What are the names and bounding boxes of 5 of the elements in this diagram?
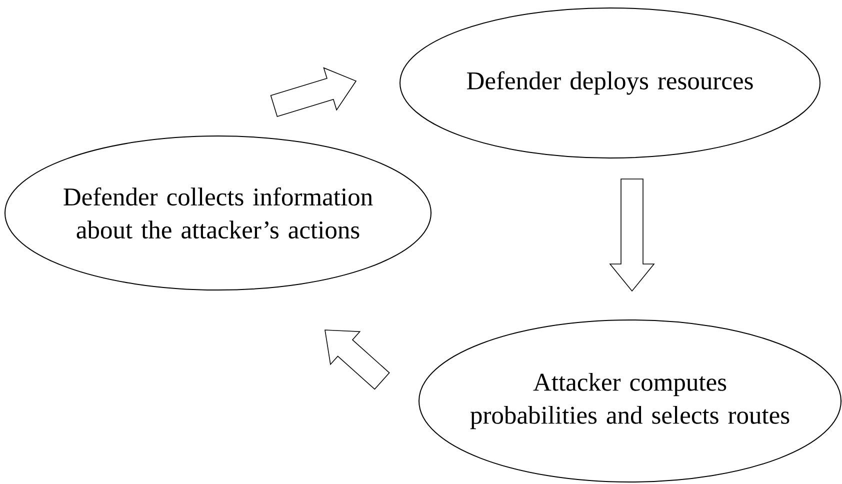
block-arrow [324,330,390,390]
ellipse-node: Defender collects information about the attacker’s actions [4,136,432,290]
ellipse-node: Attacker computes probabilities and selects routes [418,320,842,482]
block-arrow [609,178,655,292]
ellipse-node: Defender deploys resources [400,8,820,158]
